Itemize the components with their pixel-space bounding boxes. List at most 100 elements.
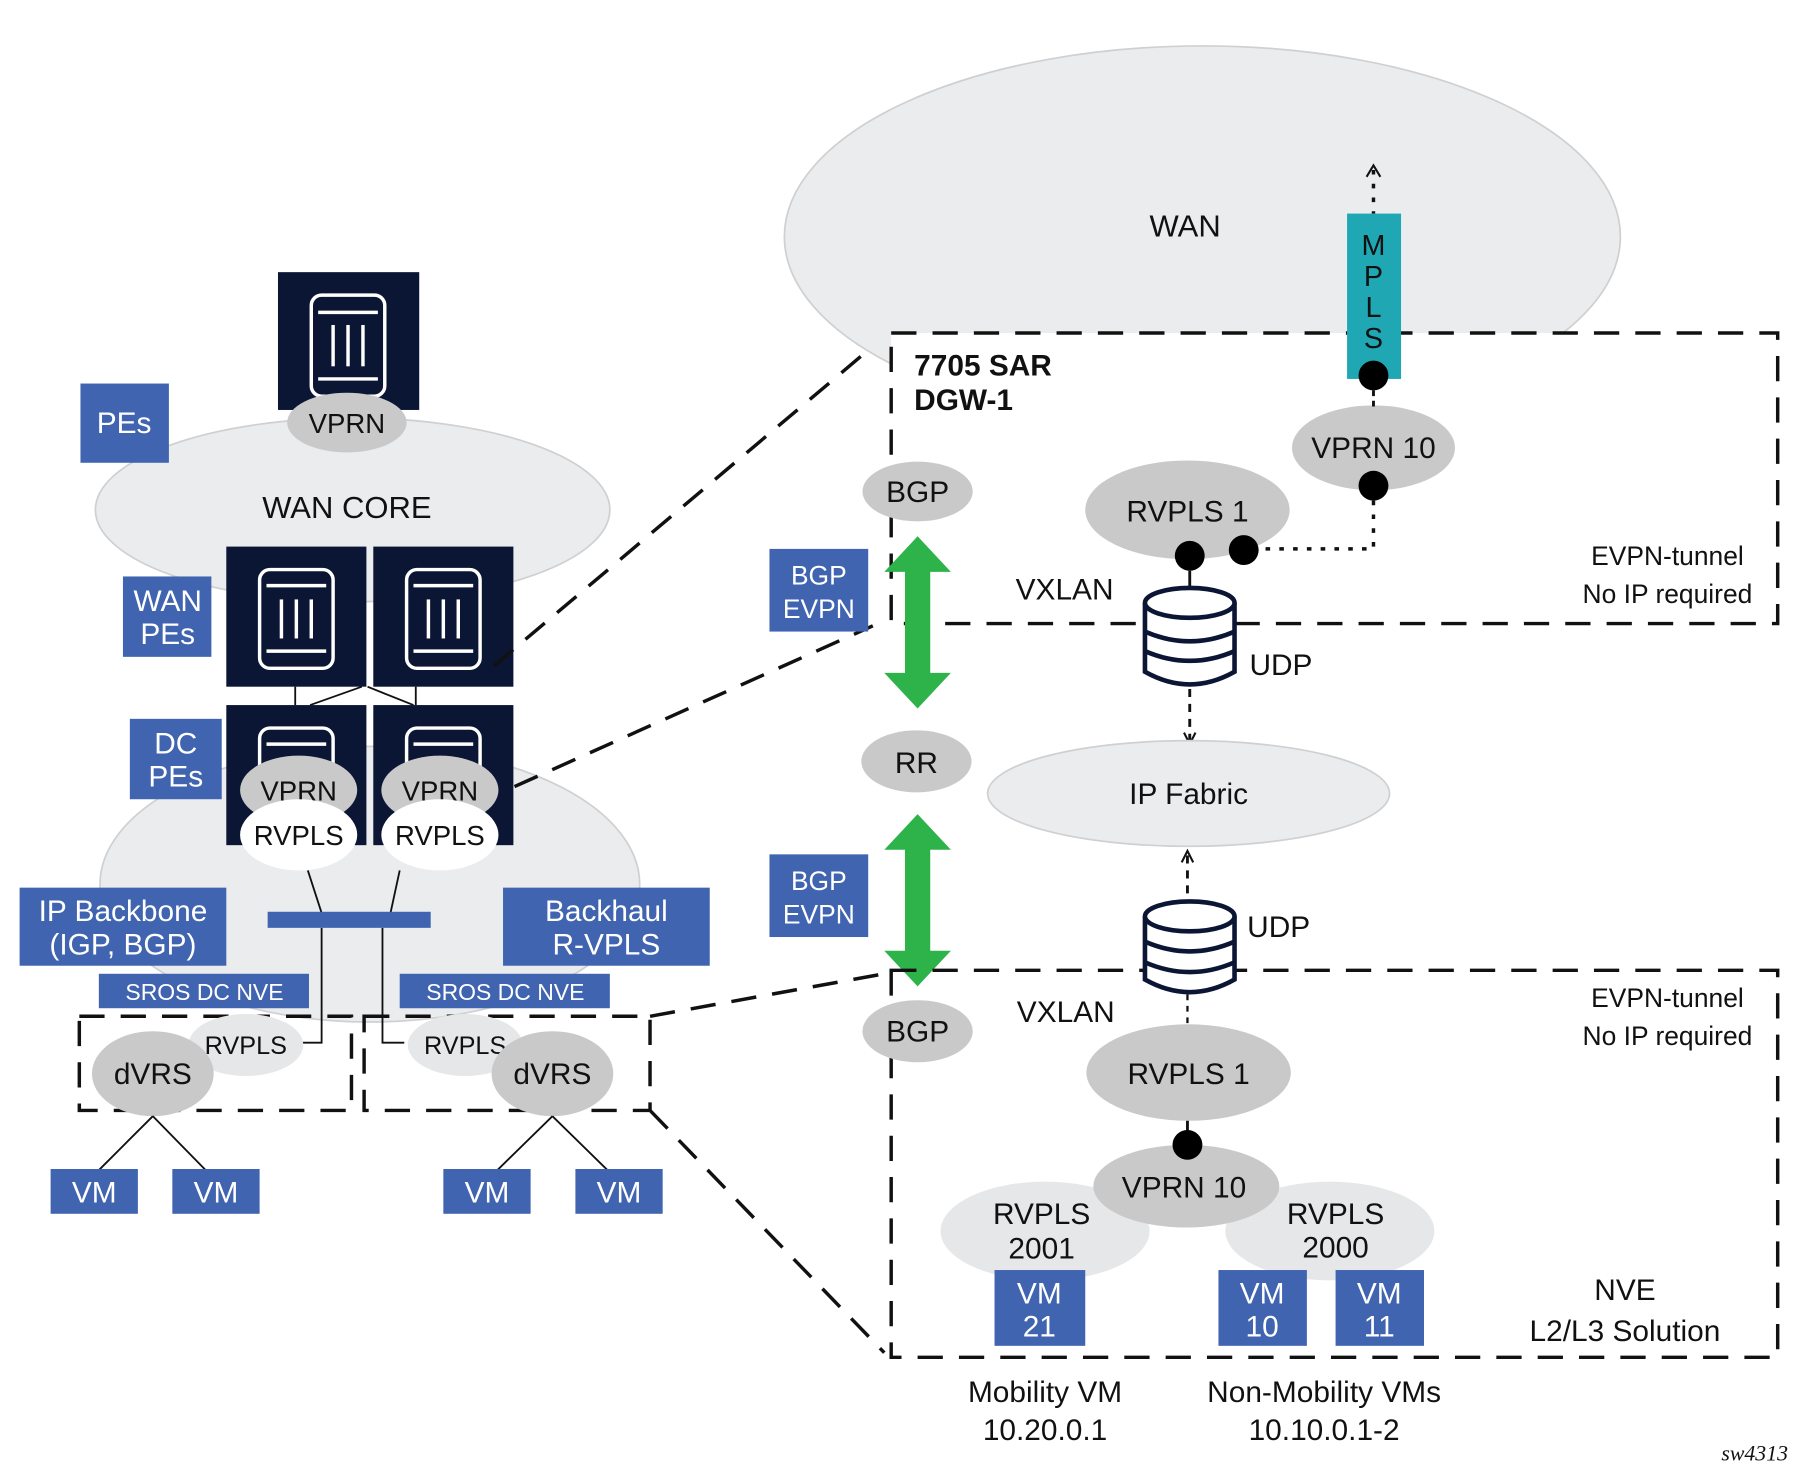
mpls-letter-m: M bbox=[1362, 230, 1386, 262]
sros-nve-label-1: SROS DC NVE bbox=[125, 979, 283, 1005]
pes-badge bbox=[80, 383, 169, 463]
dgw-bgp-label: BGP bbox=[886, 476, 949, 509]
bottom-no-ip-label: No IP required bbox=[1583, 1021, 1753, 1051]
pe-links bbox=[294, 685, 417, 706]
vm-label-3: VM bbox=[465, 1176, 510, 1209]
bottom-udp-label: UDP bbox=[1247, 911, 1310, 944]
wan-pe-router-1 bbox=[226, 546, 367, 687]
rvpls1-vxlan-dot bbox=[1174, 540, 1205, 571]
dc-pe1-rvpls bbox=[240, 799, 358, 871]
dgw-vprn10-label: VPRN 10 bbox=[1311, 432, 1435, 465]
top-udp-label: UDP bbox=[1249, 649, 1312, 682]
ip-backbone-badge bbox=[19, 887, 227, 966]
bgp-evpn-bottom-label-1: BGP bbox=[791, 866, 847, 896]
nve-rvpls1 bbox=[1086, 1024, 1291, 1121]
mobility-vm-ip: 10.20.0.1 bbox=[983, 1414, 1107, 1447]
vprn-rvpls-link bbox=[1258, 500, 1376, 551]
bgp-evpn-bottom-arrow-icon bbox=[884, 814, 951, 987]
up-arrow-icon bbox=[1180, 848, 1195, 863]
bgp-evpn-top-label-1: BGP bbox=[791, 560, 847, 590]
top-pe-router bbox=[277, 272, 420, 410]
dvrs1-label: dVRS bbox=[114, 1058, 192, 1091]
bgp-evpn-top-label-2: EVPN bbox=[783, 594, 855, 624]
wan-label: WAN bbox=[1150, 209, 1221, 244]
vm21-box bbox=[994, 1270, 1086, 1346]
top-pe-vprn-label: VPRN bbox=[309, 408, 386, 439]
ip-backbone-label-2: (IGP, BGP) bbox=[49, 928, 196, 961]
rr-label: RR bbox=[895, 747, 938, 780]
dc-pe2-rvpls bbox=[381, 799, 499, 871]
nve-rvpls2000 bbox=[1225, 1181, 1435, 1281]
top-vxlan-label: VXLAN bbox=[1016, 573, 1114, 606]
rvpls2001-label-1: RVPLS bbox=[993, 1198, 1090, 1231]
ip-fabric-label: IP Fabric bbox=[1129, 778, 1248, 811]
dc-pe1-rvpls-label: RVPLS bbox=[254, 820, 344, 851]
mpls-bar bbox=[1347, 213, 1402, 379]
dvrs1-rvpls-label: RVPLS bbox=[205, 1032, 287, 1060]
dgw-vprn10 bbox=[1291, 405, 1456, 491]
dgw-rvpls1-label: RVPLS 1 bbox=[1126, 495, 1248, 528]
backhaul-links bbox=[300, 870, 405, 1044]
wan-core-label: WAN CORE bbox=[262, 490, 431, 525]
dvrs1-node bbox=[91, 1031, 214, 1117]
top-evpn-tunnel-label: EVPN-tunnel bbox=[1591, 541, 1744, 571]
sros-nve-badge-1 bbox=[98, 973, 309, 1009]
bgp-evpn-top-arrow-icon bbox=[884, 536, 951, 709]
sros-nve-badge-2 bbox=[399, 973, 610, 1009]
non-mobility-vms-caption: Non-Mobility VMs bbox=[1207, 1376, 1441, 1409]
vm-box-3 bbox=[443, 1168, 531, 1214]
vm21-label-2: 21 bbox=[1023, 1311, 1056, 1344]
mpls-letter-s: S bbox=[1364, 323, 1383, 355]
top-pe-vprn bbox=[287, 392, 407, 453]
bgp-evpn-badge-bottom bbox=[769, 854, 869, 938]
top-no-ip-label: No IP required bbox=[1583, 579, 1753, 609]
vm-links bbox=[97, 1115, 610, 1172]
backhaul-badge bbox=[503, 887, 710, 966]
ip-backbone-label-1: IP Backbone bbox=[39, 895, 208, 928]
dvrs2-rvpls-label: RVPLS bbox=[424, 1032, 506, 1060]
rvpls2000-label-2: 2000 bbox=[1302, 1231, 1368, 1264]
dc-pe2-rvpls-label: RVPLS bbox=[395, 820, 485, 851]
dgw-title-1: 7705 SAR bbox=[914, 350, 1052, 383]
wan-pes-label-1: WAN bbox=[133, 585, 202, 618]
backhaul-label-2: R-VPLS bbox=[552, 928, 660, 961]
vm11-label-1: VM bbox=[1357, 1277, 1402, 1310]
rvpls2001-label-2: 2001 bbox=[1008, 1233, 1074, 1266]
backhaul-bar bbox=[267, 911, 431, 928]
vm-label-4: VM bbox=[597, 1176, 642, 1209]
wan-pes-label-2: PEs bbox=[140, 618, 195, 651]
wan-pes-badge bbox=[122, 576, 212, 657]
dgw-title-2: DGW-1 bbox=[914, 384, 1013, 417]
vm10-label-1: VM bbox=[1240, 1277, 1285, 1310]
router-icon bbox=[257, 567, 335, 671]
vm11-box bbox=[1335, 1270, 1425, 1346]
dc-pes-label-1: DC bbox=[154, 727, 197, 760]
vm-box-2 bbox=[172, 1168, 260, 1214]
dvrs-box-1 bbox=[77, 1014, 354, 1113]
dvrs-box-2 bbox=[362, 1014, 652, 1113]
vm11-label-2: 11 bbox=[1364, 1311, 1395, 1344]
top-udp-database-icon bbox=[1142, 585, 1237, 687]
pes-label: PEs bbox=[97, 407, 152, 440]
vm21-label-1: VM bbox=[1017, 1277, 1062, 1310]
nve-rvpls1-label: RVPLS 1 bbox=[1127, 1058, 1249, 1091]
vm-box-4 bbox=[575, 1168, 663, 1214]
dgw-rvpls1 bbox=[1085, 460, 1290, 560]
nve-bgp-label: BGP bbox=[886, 1016, 949, 1049]
mpls-letter-l: L bbox=[1365, 292, 1381, 324]
nve-vprn10 bbox=[1093, 1144, 1280, 1228]
vm-label-1: VM bbox=[72, 1176, 117, 1209]
mpls-port-dot bbox=[1358, 360, 1389, 391]
dvrs2-node bbox=[491, 1031, 614, 1117]
backhaul-label-1: Backhaul bbox=[545, 895, 668, 928]
dc-pes-badge bbox=[129, 718, 222, 800]
dvrs2-rvpls bbox=[407, 1013, 523, 1076]
bgp-evpn-badge-top bbox=[769, 548, 869, 632]
rr-node bbox=[861, 730, 972, 793]
dvrs1-rvpls bbox=[188, 1013, 304, 1076]
router-icon bbox=[404, 567, 482, 671]
rvpls1-vprn-dot bbox=[1228, 535, 1259, 565]
dc-pes-label-2: PEs bbox=[148, 761, 203, 794]
sros-nve-label-2: SROS DC NVE bbox=[426, 979, 584, 1005]
